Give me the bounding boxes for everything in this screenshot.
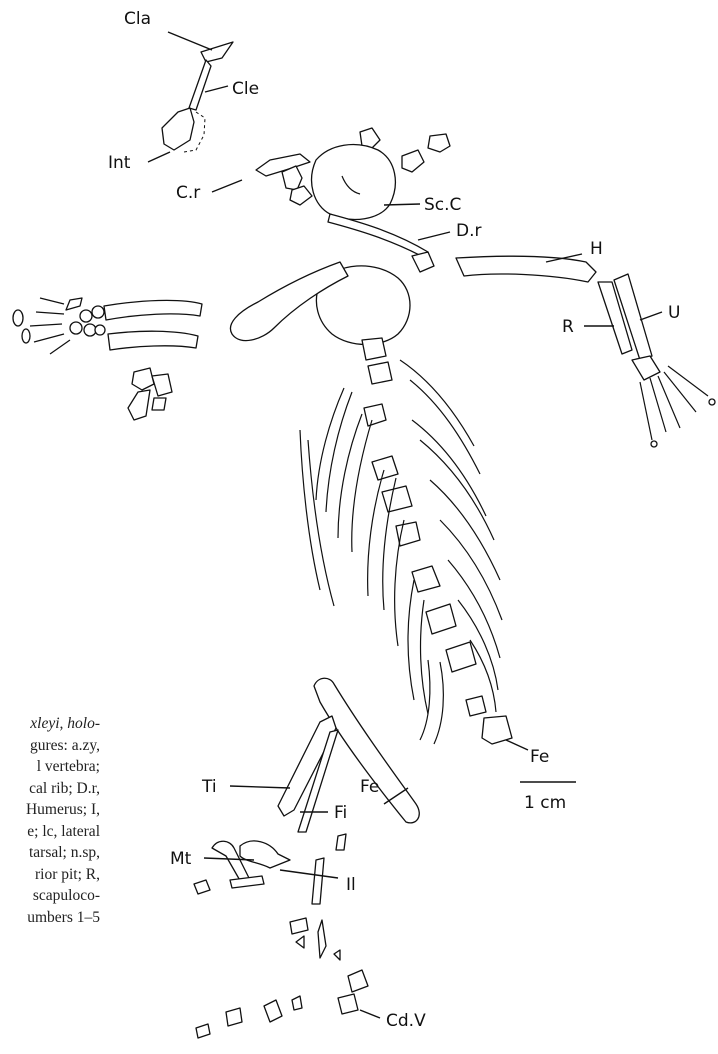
left-forearm-bones [104, 300, 202, 350]
dorsal-rib-upper [328, 214, 434, 272]
label-cleithrum: Cle [232, 79, 259, 99]
caption-line: scapuloco- [0, 885, 100, 907]
scale-bar-label: 1 cm [524, 793, 566, 813]
label-dorsal-rib: D.r [456, 221, 481, 241]
label-fibula: Fi [334, 803, 347, 823]
right-manus [632, 356, 715, 447]
left-manus [13, 298, 105, 354]
caption-line: rior pit; R, [0, 864, 100, 886]
caption-line: xleyi, holo- [0, 713, 100, 735]
caption-fragment: xleyi, holo- gures: a.zy, l vertebra; ca… [0, 713, 100, 963]
caption-line: gures: a.zy, [0, 735, 100, 757]
scapulocoracoid-bone [312, 145, 396, 220]
label-femur-right: Fe [530, 747, 549, 767]
label-metatarsal: Mt [170, 849, 192, 869]
scale-bar: 1 cm [520, 782, 576, 813]
caption-line: umbers 1–5 [0, 907, 100, 929]
tibia-fibula-bones [278, 716, 338, 832]
clavicle-bone [189, 42, 233, 110]
isolated-bone-cluster [128, 368, 172, 420]
right-humerus-bone [456, 256, 596, 282]
label-femur-left: Fe [360, 777, 379, 797]
caption-line: tarsal; n.sp, [0, 842, 100, 864]
interclavicle-bone [162, 108, 205, 152]
label-humerus: H [590, 239, 603, 259]
right-femur-bone [482, 716, 512, 744]
label-ilium: Il [346, 875, 356, 895]
caption-line: e; lc, lateral [0, 821, 100, 843]
label-radius: R [562, 317, 574, 337]
label-cervical-rib: C.r [176, 183, 200, 203]
caption-line: cal rib; D.r, [0, 778, 100, 800]
label-ulna: U [668, 303, 680, 323]
radius-ulna-bones [598, 274, 652, 360]
pelvic-region-fragments [420, 660, 486, 744]
label-interclavicle: Int [108, 153, 131, 173]
pes-bones [194, 834, 346, 904]
caption-line: Humerus; I, [0, 799, 100, 821]
caption-line: l vertebra; [0, 756, 100, 778]
caudal-vertebrae [196, 918, 368, 1038]
label-caudal-vertebra: Cd.V [386, 1011, 426, 1031]
label-clavicle: Cla [124, 9, 151, 29]
label-tibia: Ti [201, 777, 217, 797]
label-scapulocoracoid: Sc.C [424, 195, 461, 215]
